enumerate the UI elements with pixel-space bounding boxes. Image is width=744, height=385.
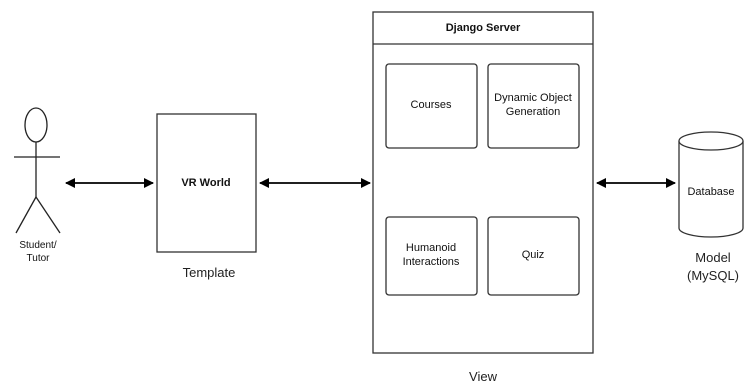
model-caption-line2: (MySQL) <box>687 268 739 283</box>
humanoid-label-line1: Humanoid <box>406 242 456 254</box>
dynamic-object-generation-box <box>487 63 580 149</box>
actor-label-line1: Student/ <box>19 240 56 251</box>
django-server-box <box>372 11 594 354</box>
humanoid-interactions-box <box>385 216 478 296</box>
dynamic-object-label-line2: Generation <box>506 106 560 118</box>
actor-right-leg <box>35 196 61 234</box>
model-caption-line1: Model <box>695 250 731 265</box>
actor-left-leg <box>15 196 37 234</box>
actor-label-line2: Tutor <box>27 253 51 264</box>
database-label: Database <box>687 186 734 198</box>
actor-head <box>24 107 48 143</box>
database-cylinder <box>678 131 744 238</box>
vr-world-box <box>156 113 257 253</box>
quiz-label: Quiz <box>522 249 545 261</box>
template-caption: Template <box>183 265 236 280</box>
quiz-box <box>487 216 580 296</box>
courses-box <box>385 63 478 149</box>
courses-label: Courses <box>411 99 452 111</box>
django-server-title: Django Server <box>446 22 521 34</box>
student-tutor-actor <box>14 107 61 234</box>
vr-world-label: VR World <box>181 177 230 189</box>
humanoid-label-line2: Interactions <box>403 256 460 268</box>
view-caption: View <box>469 369 498 384</box>
dynamic-object-label-line1: Dynamic Object <box>494 92 572 104</box>
